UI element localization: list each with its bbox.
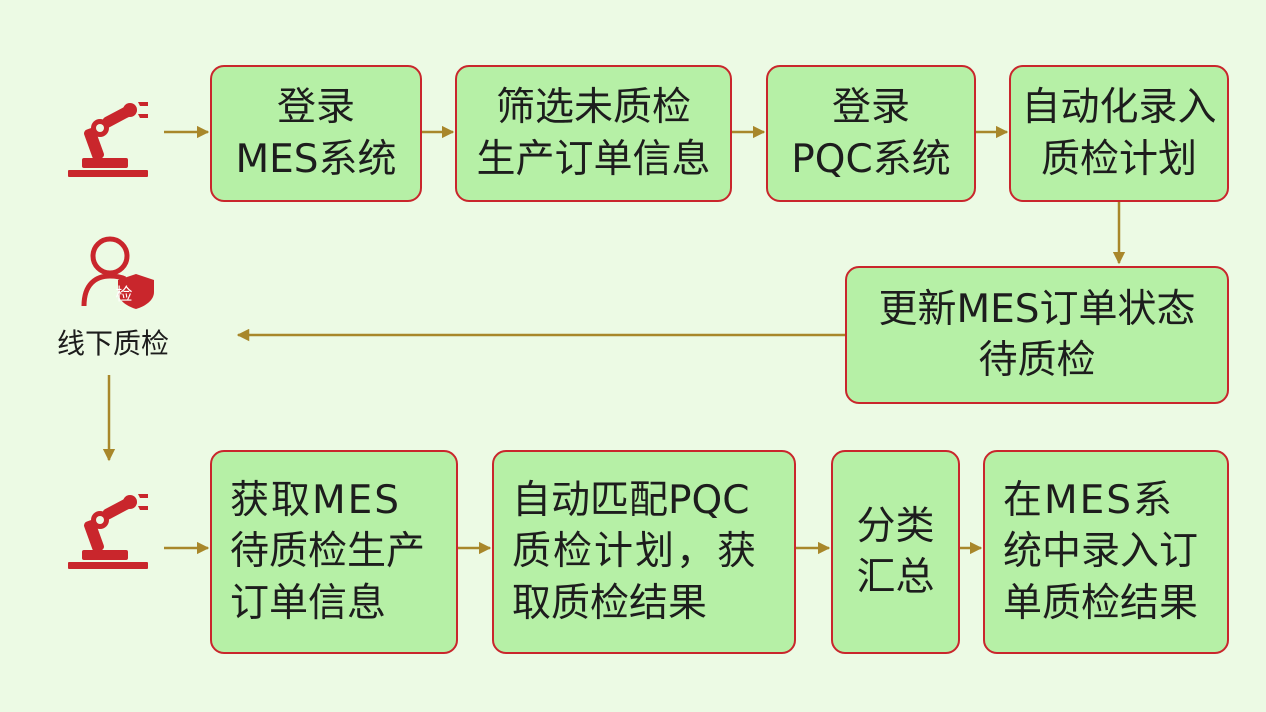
step-line: 在MES系 xyxy=(1003,477,1175,523)
step-update-status: 更新MES订单状态 待质检 xyxy=(845,266,1229,404)
step-line: MES系统 xyxy=(235,136,397,182)
step-login-mes: 登录 MES系统 xyxy=(210,65,422,202)
step-auto-enter-plan: 自动化录入 质检计划 xyxy=(1009,65,1229,202)
robot-arm-icon xyxy=(68,494,148,569)
step-line: 质检计划，获 xyxy=(512,529,759,575)
step-line: 生产订单信息 xyxy=(476,136,711,182)
step-filter-orders: 筛选未质检 生产订单信息 xyxy=(455,65,732,202)
step-classify-summarize: 分类 汇总 xyxy=(831,450,960,654)
step-line: 待质检 xyxy=(978,338,1096,383)
step-login-pqc: 登录 PQC系统 xyxy=(766,65,976,202)
step-line: 分类 xyxy=(856,503,935,549)
step-line: 单质检结果 xyxy=(1003,580,1199,626)
step-line: 自动化录入 xyxy=(1021,85,1217,131)
step-line: 筛选未质检 xyxy=(495,85,691,131)
step-enter-results-mes: 在MES系 统中录入订 单质检结果 xyxy=(983,450,1229,654)
person-shield-icon xyxy=(81,236,154,309)
step-line: 质检计划 xyxy=(1040,136,1197,182)
inspector-label: 线下质检 xyxy=(57,327,170,360)
step-line: 汇总 xyxy=(856,555,935,600)
step-line: 获取MES xyxy=(230,477,402,523)
step-line: 待质检生产 xyxy=(230,529,426,575)
step-line: 取质检结果 xyxy=(512,580,708,626)
step-get-mes-orders: 获取MES 待质检生产 订单信息 xyxy=(210,450,458,654)
step-line: 自动匹配PQC xyxy=(512,477,750,523)
step-line: 登录 xyxy=(276,85,355,131)
step-line: 订单信息 xyxy=(230,580,387,626)
robot-arm-icon xyxy=(68,102,148,177)
step-line: 登录 xyxy=(831,85,910,131)
step-match-pqc-plan: 自动匹配PQC 质检计划，获 取质检结果 xyxy=(492,450,796,654)
step-line: 更新MES订单状态 xyxy=(878,286,1196,332)
inspector-badge: 检 xyxy=(115,285,133,305)
step-line: 统中录入订 xyxy=(1003,529,1199,575)
step-line: PQC系统 xyxy=(791,136,951,182)
